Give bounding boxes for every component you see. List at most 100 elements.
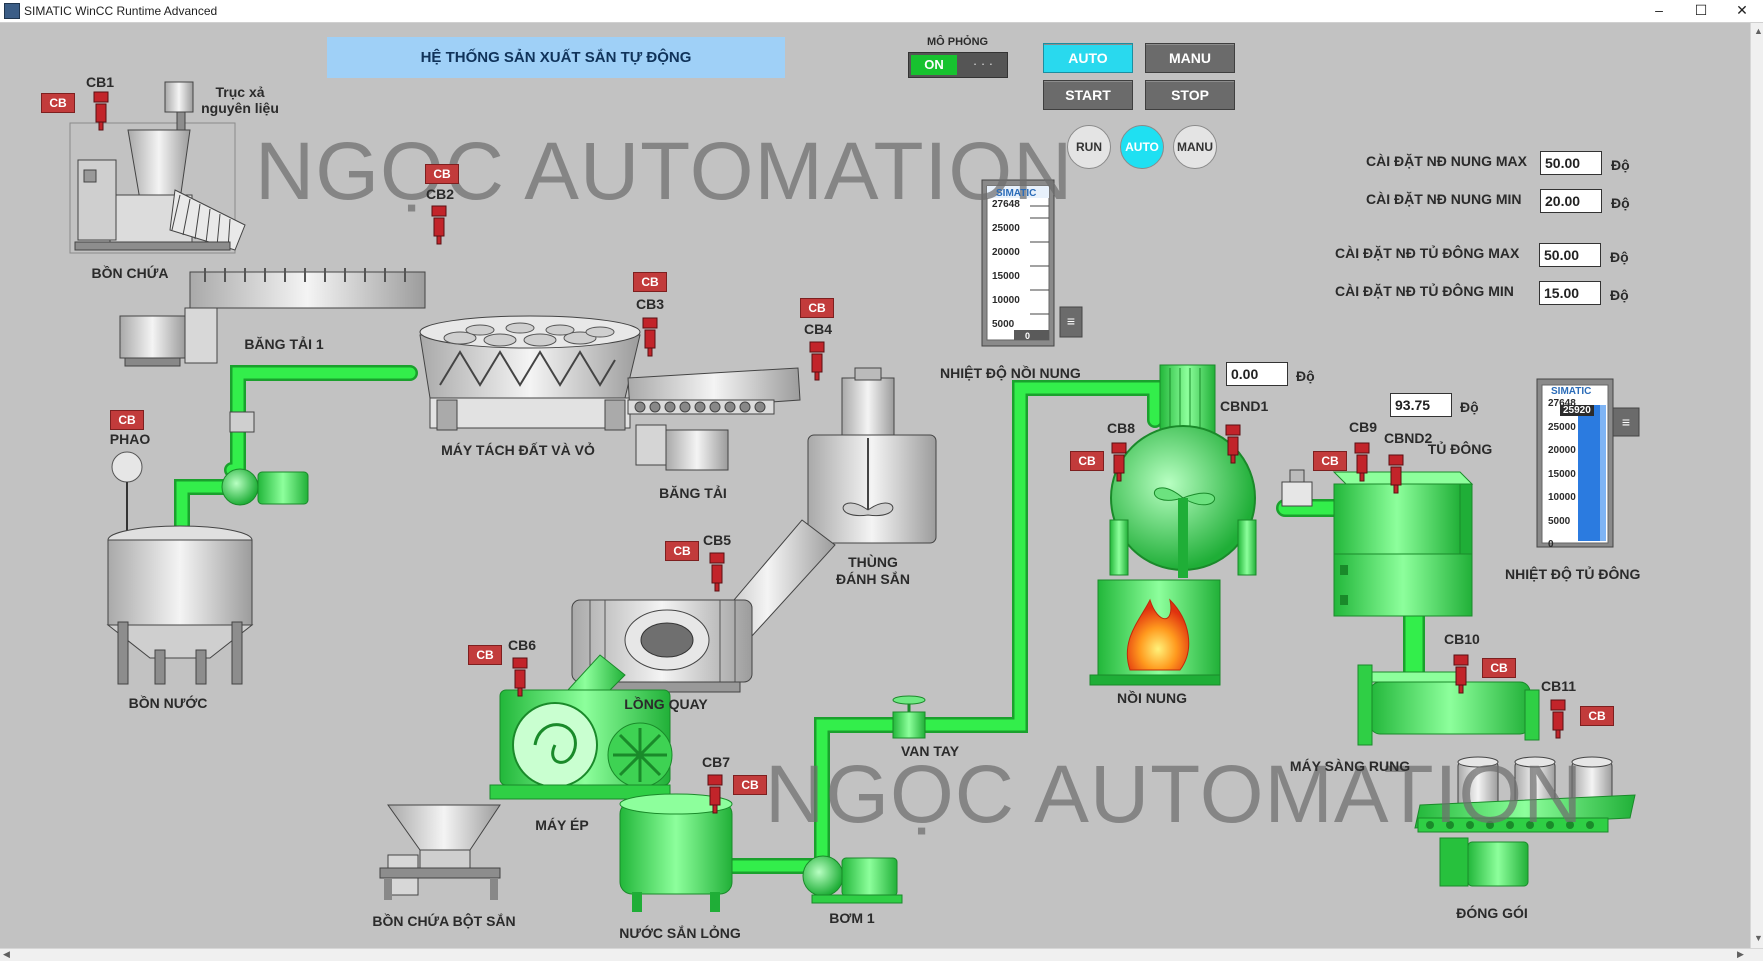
kiln-tick-label: 27648 <box>992 199 1020 210</box>
pump-1 <box>802 855 903 904</box>
cb5-badge[interactable]: CB <box>665 541 699 561</box>
freezer-tick-label: 5000 <box>1548 515 1571 527</box>
auto-indicator-button[interactable]: AUTO <box>1120 125 1164 169</box>
cb4-badge[interactable]: CB <box>800 298 834 318</box>
kiln-gauge-label: NHIỆT ĐỘ NỒI NUNG <box>940 365 1081 381</box>
kiln-min-label: CÀI ĐẶT NĐ NUNG MIN <box>1366 191 1522 207</box>
freezer-temperature-readout <box>1390 393 1452 417</box>
freezer-min-unit: Độ <box>1610 287 1629 303</box>
sensor-cb2 <box>431 205 447 245</box>
scroll-up-icon[interactable]: ▲ <box>1754 26 1763 36</box>
freezer-gauge-spin-icon[interactable]: ≡ <box>1622 414 1630 430</box>
cb1-label: CB1 <box>86 74 115 90</box>
sensor-cb6 <box>512 657 528 697</box>
cb6-badge[interactable]: CB <box>468 645 502 665</box>
cb7-badge[interactable]: CB <box>733 775 767 795</box>
water-tank-label: BỒN NƯỚC <box>128 695 208 711</box>
liquid-starch-tank <box>619 793 733 912</box>
freezer <box>1332 471 1474 617</box>
minimize-button[interactable]: – <box>1655 2 1663 18</box>
scroll-left-icon[interactable]: ◀ <box>3 949 10 959</box>
manu-indicator-button[interactable]: MANU <box>1173 125 1217 169</box>
kiln-max-label: CÀI ĐẶT NĐ NUNG MAX <box>1366 153 1527 169</box>
start-button[interactable]: START <box>1043 80 1133 110</box>
freezer-temperature-gauge: ≡ <box>1536 378 1640 548</box>
freezer-max-input[interactable] <box>1539 243 1601 267</box>
screw-conveyor-1 <box>119 268 426 367</box>
sensor-cb4 <box>809 341 825 381</box>
window-titlebar: SIMATIC WinCC Runtime Advanced – ☐ ✕ <box>0 0 1763 23</box>
discharge-shaft-label: Trục xả <box>215 84 265 100</box>
freezer-tick-label: 0 <box>1548 539 1554 550</box>
kiln-tick-label: 15000 <box>992 271 1020 282</box>
freezer-max-label: CÀI ĐẶT NĐ TỦ ĐÔNG MAX <box>1335 245 1520 261</box>
kiln-tick-label: 10000 <box>992 295 1020 306</box>
stop-button[interactable]: STOP <box>1145 80 1235 110</box>
vibrating-screen-label: MÁY SÀNG RUNG <box>1289 758 1411 774</box>
maximize-button[interactable]: ☐ <box>1694 2 1708 18</box>
kiln-tick-label: 25000 <box>992 223 1020 234</box>
press-machine <box>489 654 673 800</box>
packaging-line <box>1414 756 1636 887</box>
kiln-gauge-spin-icon[interactable]: ≡ <box>1067 313 1075 329</box>
kiln-tick-label: 5000 <box>992 319 1015 330</box>
freezer-tick-label: 20000 <box>1548 445 1576 456</box>
simulation-label: MÔ PHỎNG <box>927 36 989 48</box>
rotary-drum-label: LỒNG QUAY <box>624 696 708 712</box>
cb10-badge[interactable]: CB <box>1482 658 1516 678</box>
pump-1-label: BƠM 1 <box>829 910 875 926</box>
cb1-badge[interactable]: CB <box>41 93 75 113</box>
sensor-cb3 <box>642 317 658 357</box>
cb7-label: CB7 <box>702 754 731 770</box>
sensor-cb10 <box>1453 654 1469 694</box>
freezer-tick-label: 25000 <box>1548 421 1576 433</box>
packaging-label: ĐÓNG GÓI <box>1456 905 1528 921</box>
storage-hopper-label: BỒN CHỨA <box>91 265 169 281</box>
cb9-badge[interactable]: CB <box>1313 451 1347 471</box>
vibrating-screen <box>1357 664 1540 746</box>
water-pump <box>221 411 309 506</box>
kiln-max-input[interactable] <box>1540 151 1602 175</box>
separator-label: MÁY TÁCH ĐẤT VÀ VỎ <box>441 442 595 458</box>
hand-valve-label: VAN TAY <box>900 743 960 759</box>
manu-button[interactable]: MANU <box>1145 43 1235 73</box>
close-button[interactable]: ✕ <box>1736 2 1748 18</box>
kiln-gauge-value: 0 <box>1025 331 1031 341</box>
press-label: MÁY ÉP <box>535 817 589 833</box>
auto-button[interactable]: AUTO <box>1043 43 1133 73</box>
water-tank <box>106 451 254 685</box>
kiln-temperature-gauge: ≡ <box>981 179 1083 347</box>
sensor-cbnd2 <box>1388 454 1404 494</box>
scroll-down-icon[interactable]: ▼ <box>1754 933 1763 943</box>
cb9-label: CB9 <box>1349 419 1378 435</box>
sensor-cb7 <box>707 774 723 814</box>
cb8-badge[interactable]: CB <box>1070 451 1104 471</box>
freezer-label: TỦ ĐÔNG <box>1427 441 1493 457</box>
kiln-min-input[interactable] <box>1540 189 1602 213</box>
horizontal-scrollbar[interactable]: ◀ ▶ <box>0 948 1763 961</box>
cb3-label: CB3 <box>636 296 665 312</box>
sensor-cb8 <box>1111 442 1127 482</box>
kiln-min-unit: Độ <box>1611 195 1630 211</box>
freezer-min-label: CÀI ĐẶT NĐ TỦ ĐÔNG MIN <box>1335 283 1514 299</box>
freezer-gauge-label: NHIỆT ĐỘ TỦ ĐÔNG <box>1505 566 1641 582</box>
mixing-tank-label-1: THÙNG <box>848 554 898 570</box>
simulation-toggle[interactable]: ON · · · <box>908 52 1008 78</box>
vertical-scrollbar[interactable]: ▲ ▼ <box>1750 23 1763 948</box>
phao-badge[interactable]: CB <box>110 410 144 430</box>
rotary-drum <box>571 599 753 693</box>
freezer-tick-label: 27648 <box>1548 398 1576 409</box>
freezer-temperature-unit: Độ <box>1460 399 1479 415</box>
freezer-min-input[interactable] <box>1539 281 1601 305</box>
belt-conveyor-label: BĂNG TẢI <box>659 485 727 501</box>
run-indicator-button[interactable]: RUN <box>1067 125 1111 169</box>
freezer-gauge-brand: SIMATIC <box>1551 386 1592 397</box>
scroll-right-icon[interactable]: ▶ <box>1737 949 1744 959</box>
hand-valve <box>892 695 926 739</box>
watermark-top: NGỌC AUTOMATION <box>255 126 1074 217</box>
cb11-badge[interactable]: CB <box>1580 706 1614 726</box>
belt-conveyor <box>627 367 801 471</box>
cb2-badge[interactable]: CB <box>425 164 459 184</box>
cb3-badge[interactable]: CB <box>633 272 667 292</box>
